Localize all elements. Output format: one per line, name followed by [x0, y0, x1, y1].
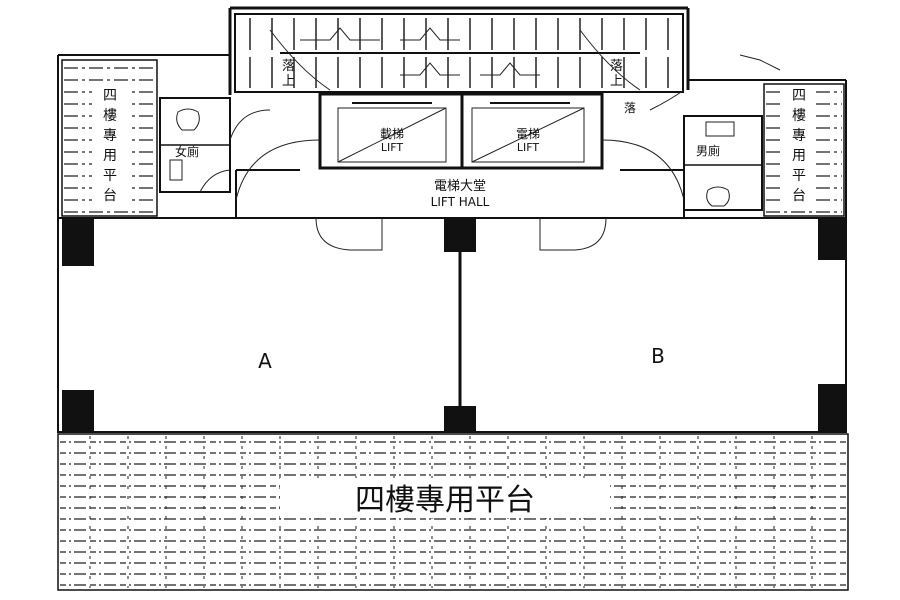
right-terrace-text: 四 樓 專 用 平 台	[792, 88, 806, 204]
right-terrace	[763, 83, 845, 217]
left-terrace-char: 樓	[103, 108, 117, 124]
bottom-terrace-hatch	[60, 436, 846, 588]
lift-shafts	[318, 92, 604, 170]
right-terrace-char: 專	[792, 128, 806, 144]
stair-mark-left: 落	[282, 59, 295, 74]
column	[444, 406, 476, 432]
staircase: 落 上 落 上	[234, 13, 781, 93]
stair-mark-right-up: 上	[610, 74, 623, 89]
right-terrace-char: 四	[792, 88, 806, 104]
toilet-right	[649, 89, 763, 211]
stair-mark-right: 落	[610, 59, 623, 74]
lift-hall-en: LIFT HALL	[431, 195, 490, 209]
left-terrace-char: 專	[103, 128, 117, 144]
unit-b-label: B	[651, 344, 665, 368]
toilet-right-label: 男廁	[696, 143, 720, 158]
right-terrace-char: 用	[792, 148, 806, 164]
lift-right-en: LIFT	[517, 141, 540, 154]
stair-mark-left-up: 上	[282, 74, 295, 89]
left-terrace-char: 四	[103, 88, 117, 104]
left-terrace-char: 平	[103, 168, 117, 184]
lift-hall-cn: 電梯大堂	[434, 179, 486, 194]
lift-right-cn: 電梯	[516, 127, 540, 141]
right-terrace-char: 台	[792, 188, 806, 204]
toilet-left-label: 女廁	[175, 144, 199, 159]
stair-arrows	[269, 27, 781, 91]
left-terrace-text: 四 樓 專 用 平 台	[103, 88, 117, 204]
lift-left-cn: 載梯	[380, 127, 404, 141]
column	[444, 218, 476, 252]
toilet-left	[159, 97, 271, 193]
columns	[62, 218, 846, 432]
right-terrace-char: 樓	[792, 108, 806, 124]
left-terrace-char: 台	[103, 188, 117, 204]
bottom-terrace	[57, 433, 849, 591]
bottom-terrace-label: 四樓專用平台	[355, 483, 535, 518]
stair-mark-corner: 落	[624, 101, 636, 115]
column	[818, 218, 846, 260]
column	[818, 384, 846, 432]
column	[62, 390, 94, 432]
left-terrace	[61, 59, 158, 217]
left-terrace-char: 用	[103, 148, 117, 164]
right-terrace-char: 平	[792, 168, 806, 184]
unit-a-label: A	[258, 349, 272, 373]
stair-treads	[249, 18, 669, 88]
column	[62, 218, 94, 266]
lift-left-en: LIFT	[381, 141, 404, 154]
